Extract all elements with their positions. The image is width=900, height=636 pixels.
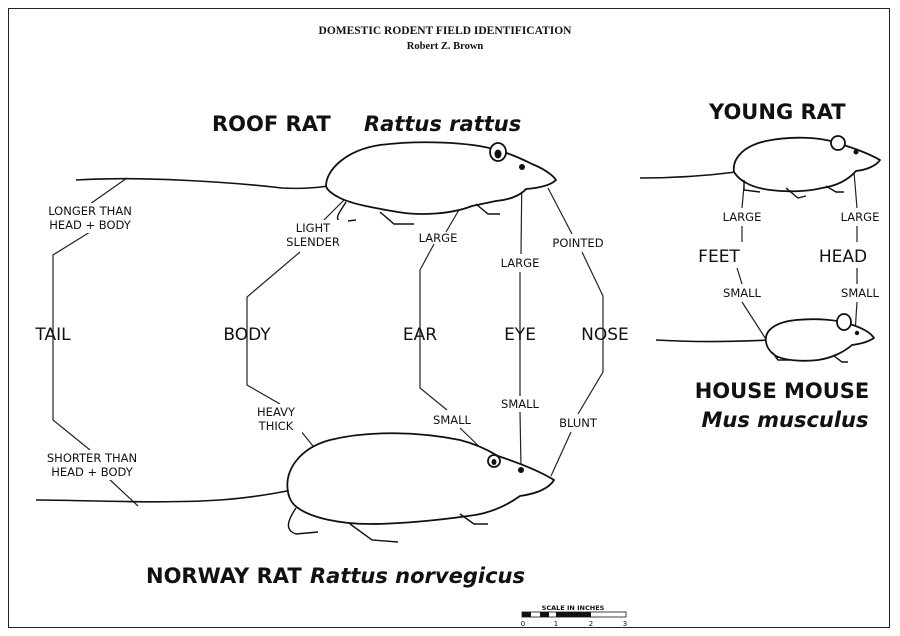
- nose-roof-descriptor: POINTED: [552, 236, 603, 250]
- house-mouse-scientific-name: Mus musculus: [701, 408, 868, 432]
- roof-rat-fore-foot: [475, 203, 500, 215]
- roof-rat-common-name: ROOF RAT: [212, 112, 331, 136]
- tail-label: TAIL: [34, 325, 71, 345]
- scale-bar-segment: [556, 612, 591, 617]
- body-norway-bg: [250, 404, 302, 434]
- scale-tick-1: 1: [554, 620, 558, 628]
- roof-rat-eye: [519, 164, 525, 170]
- eye-norway-descriptor: SMALL: [501, 397, 539, 411]
- nose-norway-pointer: [550, 431, 572, 477]
- body-norway-descriptor-2: THICK: [258, 419, 294, 433]
- young-rat-body: [732, 136, 881, 193]
- scale-bar-segment: [522, 612, 531, 617]
- head-young-descriptor: LARGE: [841, 210, 880, 224]
- nose-connector: [577, 251, 604, 415]
- norway-rat-ear-inner: [491, 459, 497, 465]
- nose-norway-descriptor: BLUNT: [559, 416, 598, 430]
- figure-title: DOMESTIC RODENT FIELD IDENTIFICATION: [319, 25, 573, 37]
- scale-bar-segment: [540, 612, 549, 617]
- scale-bar: SCALE IN INCHES 0 1 2 3: [521, 604, 627, 628]
- head-label: HEAD: [819, 247, 867, 267]
- tail-roof-pointer: [89, 177, 128, 205]
- young-rat-illustration: [639, 135, 881, 199]
- scale-tick-2: 2: [589, 620, 593, 628]
- roof-rat-hind-foot-2: [379, 211, 414, 225]
- roof-rat-illustration: [75, 141, 557, 225]
- body-norway-descriptor-1: HEAVY: [257, 405, 296, 419]
- body-roof-bg: [278, 220, 348, 250]
- body-connector: [246, 251, 301, 405]
- roof-rat-tail: [75, 177, 329, 190]
- ear-connector: [419, 243, 448, 411]
- house-mouse-hind-foot: [771, 351, 790, 361]
- house-mouse-eye: [854, 330, 860, 336]
- tail-connector: [52, 231, 91, 451]
- scale-tick-0: 0: [521, 620, 525, 628]
- young-rat-hind-foot-2: [785, 187, 807, 199]
- norway-rat-illustration: [35, 432, 555, 543]
- tail-norway-descriptor-2: HEAD + BODY: [51, 465, 134, 479]
- young-rat-tail: [639, 171, 737, 179]
- house-mouse-tail: [655, 339, 771, 343]
- young-rat-fore-foot: [825, 185, 844, 193]
- feet-young-descriptor: LARGE: [723, 210, 762, 224]
- house-mouse-body: [764, 318, 875, 362]
- ear-label: EAR: [403, 325, 437, 345]
- norway-rat-tail: [35, 489, 293, 503]
- feet-label: FEET: [698, 247, 740, 267]
- nose-roof-pointer: [547, 187, 573, 235]
- feet-mouse-descriptor: SMALL: [723, 286, 761, 300]
- ear-norway-descriptor: SMALL: [433, 413, 471, 427]
- young-rat-ear: [830, 135, 846, 151]
- body-roof-descriptor-2: SLENDER: [286, 235, 340, 249]
- roof-rat-ear-inner: [494, 149, 502, 159]
- norway-rat-common-name: NORWAY RAT: [146, 564, 302, 588]
- norway-rat-hind-foot: [287, 507, 319, 535]
- roof-rat-hind-foot: [336, 201, 357, 223]
- eye-roof-descriptor: LARGE: [501, 256, 540, 270]
- young-rat-common-name: YOUNG RAT: [708, 100, 846, 124]
- norway-rat-eye: [518, 467, 524, 473]
- norway-rat-fore-foot: [459, 513, 488, 525]
- head-mouse-descriptor: SMALL: [841, 286, 879, 300]
- scale-bar-label: SCALE IN INCHES: [542, 604, 605, 612]
- tail-roof-descriptor-1: LONGER THAN: [48, 204, 132, 218]
- figure-frame: [8, 8, 890, 628]
- tail-norway-bg: [40, 450, 144, 480]
- norway-rat-scientific-name: Rattus norvegicus: [310, 564, 525, 588]
- young-rat-hind-foot: [743, 180, 761, 193]
- eye-label: EYE: [504, 325, 536, 345]
- ear-roof-descriptor: LARGE: [419, 231, 458, 245]
- feet-connector-bottom: [736, 267, 743, 285]
- tail-roof-descriptor-2: HEAD + BODY: [49, 218, 132, 232]
- body-roof-descriptor-1: LIGHT: [296, 221, 331, 235]
- house-mouse-common-name: HOUSE MOUSE: [695, 379, 870, 403]
- young-rat-eye: [853, 149, 859, 155]
- tail-roof-bg: [40, 203, 140, 233]
- house-mouse-ear: [836, 313, 852, 331]
- norway-rat-hind-foot-2: [349, 523, 399, 543]
- eye-norway-pointer: [519, 411, 522, 468]
- scale-tick-3: 3: [623, 620, 627, 628]
- house-mouse-fore-foot: [833, 355, 848, 363]
- tail-norway-descriptor-1: SHORTER THAN: [47, 451, 137, 465]
- body-label: BODY: [223, 325, 271, 345]
- nose-label: NOSE: [581, 325, 629, 345]
- roof-rat-scientific-name: Rattus rattus: [364, 112, 521, 136]
- norway-rat-body: [286, 432, 555, 525]
- house-mouse-illustration: [655, 313, 875, 363]
- figure-author: Robert Z. Brown: [407, 41, 484, 52]
